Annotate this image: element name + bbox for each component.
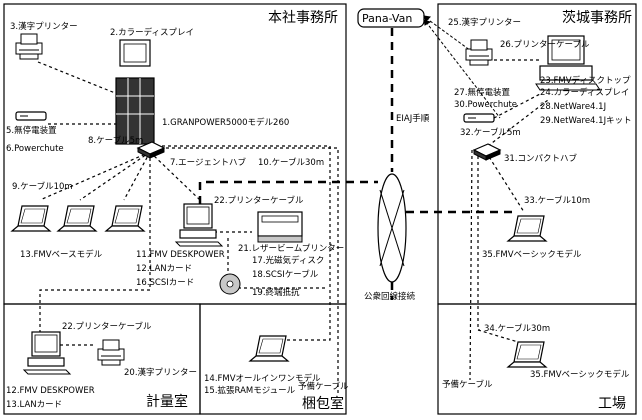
- laptop-icon: [105, 205, 145, 232]
- label-34: 34.ケーブル30m: [484, 324, 551, 334]
- kanji-printer-icon: [15, 33, 43, 60]
- label-11: 11.FMV DESKPOWER: [136, 250, 225, 260]
- room-title-honsha: 本社事務所: [268, 10, 338, 26]
- cable-hub-pc2: [79, 151, 151, 201]
- label-20: 20.漢字プリンター: [124, 368, 198, 378]
- label-16: 16.SCSIカード: [136, 278, 195, 288]
- desktop-pc-icon: [175, 203, 223, 247]
- ups-icon: [15, 111, 47, 121]
- label-19: 19.終端抵抗: [252, 288, 300, 298]
- label-22a: 22.プリンターケーブル: [214, 196, 304, 206]
- public-line-symbol: [377, 173, 407, 283]
- pana-van-box: [357, 8, 425, 28]
- label-yobi2: 予備ケーブル: [442, 380, 493, 390]
- public-line-label: 公衆回線接続: [364, 292, 416, 302]
- label-3: 3.漢字プリンター: [10, 22, 78, 32]
- laptop-icon: [57, 205, 97, 232]
- label-12a: 12.LANカード: [136, 264, 193, 274]
- label-18: 18.SCSIケーブル: [252, 270, 319, 280]
- label-25: 25.漢字プリンター: [448, 18, 522, 28]
- label-15: 15.拡張RAMモジュール: [204, 386, 296, 396]
- label-22b: 22.プリンターケーブル: [62, 322, 152, 332]
- cable-kojo-laptop: [477, 329, 519, 343]
- laptop-icon: [507, 341, 547, 368]
- desktop-server-icon: [535, 35, 601, 91]
- label-6: 6.Powerchute: [6, 144, 64, 154]
- label-7: 7.エージェントハブ: [170, 158, 246, 168]
- room-title-ibaraki: 茨城事務所: [562, 10, 632, 26]
- label-9: 9.ケーブル10m: [12, 182, 73, 192]
- label-10: 10.ケーブル30m: [258, 158, 325, 168]
- label-12b: 12.FMV DESKPOWER: [6, 386, 95, 396]
- label-29: 29.NetWare4.1Jキット: [540, 116, 632, 126]
- cable-30m-kojo: [477, 150, 480, 331]
- label-23: 23.FMVディスクトップ: [540, 76, 631, 86]
- kanji-printer-icon: [97, 339, 125, 366]
- cable-hub-server2: [487, 99, 549, 147]
- label-8: 8.ケーブル5m: [88, 136, 144, 146]
- kanji-printer-icon: [465, 39, 493, 66]
- label-5: 5.無停電装置: [6, 126, 57, 136]
- label-27: 27.無停電装置: [454, 88, 511, 98]
- cable-printer-server: [37, 61, 121, 96]
- label-1: 1.GRANPOWER5000モデル260: [162, 118, 290, 128]
- line-honsha-public: [198, 180, 378, 204]
- cable-hub-pc1: [39, 151, 151, 201]
- cable-30m-konpo: [162, 145, 331, 341]
- cable-spare-kojo: [469, 149, 473, 381]
- label-yobi1: 予備ケーブル: [298, 382, 349, 392]
- laptop-icon: [249, 335, 289, 362]
- room-konpo-box: [199, 303, 347, 415]
- cable-keiryo: [39, 152, 151, 332]
- label-13: 13.FMVベースモデル: [20, 250, 103, 260]
- label-35a: 35.FMVベーシックモデル: [482, 250, 582, 260]
- label-28: 28.NetWare4.1J: [540, 102, 607, 112]
- pana-van-label: Pana-Van: [362, 12, 413, 25]
- label-17: 17.光磁気ディスク: [252, 256, 325, 266]
- label-33: 33.ケーブル10m: [524, 196, 591, 206]
- room-title-keiryo: 計量室: [146, 394, 188, 410]
- server-icon: [115, 39, 155, 145]
- cable-ibaraki-ups: [493, 93, 541, 119]
- label-2: 2.カラーディスプレイ: [110, 28, 195, 38]
- room-title-konpo: 梱包室: [302, 396, 344, 412]
- laser-printer-icon: [257, 211, 303, 243]
- label-32: 32.ケーブル5m: [460, 128, 521, 138]
- ups-icon: [463, 113, 495, 123]
- cable-hub-pc3: [123, 151, 151, 201]
- room-kojo-box: [437, 303, 637, 415]
- label-26: 26.プリンターケーブル: [500, 40, 590, 50]
- laptop-icon: [507, 215, 547, 242]
- mo-disk-icon: [219, 273, 241, 295]
- label-31: 31.コンパクトハブ: [504, 154, 578, 164]
- label-13b: 13.LANカード: [6, 400, 63, 410]
- label-21: 21.レザービームプリンター: [238, 244, 345, 254]
- eiaj-label: EIAJ手順: [396, 114, 430, 124]
- cable-spare-konpo: [166, 147, 339, 396]
- room-title-kojo: 工場: [598, 396, 626, 412]
- label-24: 24.カラーディスプレイ: [540, 88, 630, 98]
- label-30: 30.Powerchute: [454, 100, 518, 110]
- label-14: 14.FMVオールインワンモデル: [204, 374, 321, 384]
- label-35b: 35.FMVベーシックモデル: [530, 370, 630, 380]
- desktop-pc-icon: [23, 331, 71, 375]
- laptop-icon: [11, 205, 51, 232]
